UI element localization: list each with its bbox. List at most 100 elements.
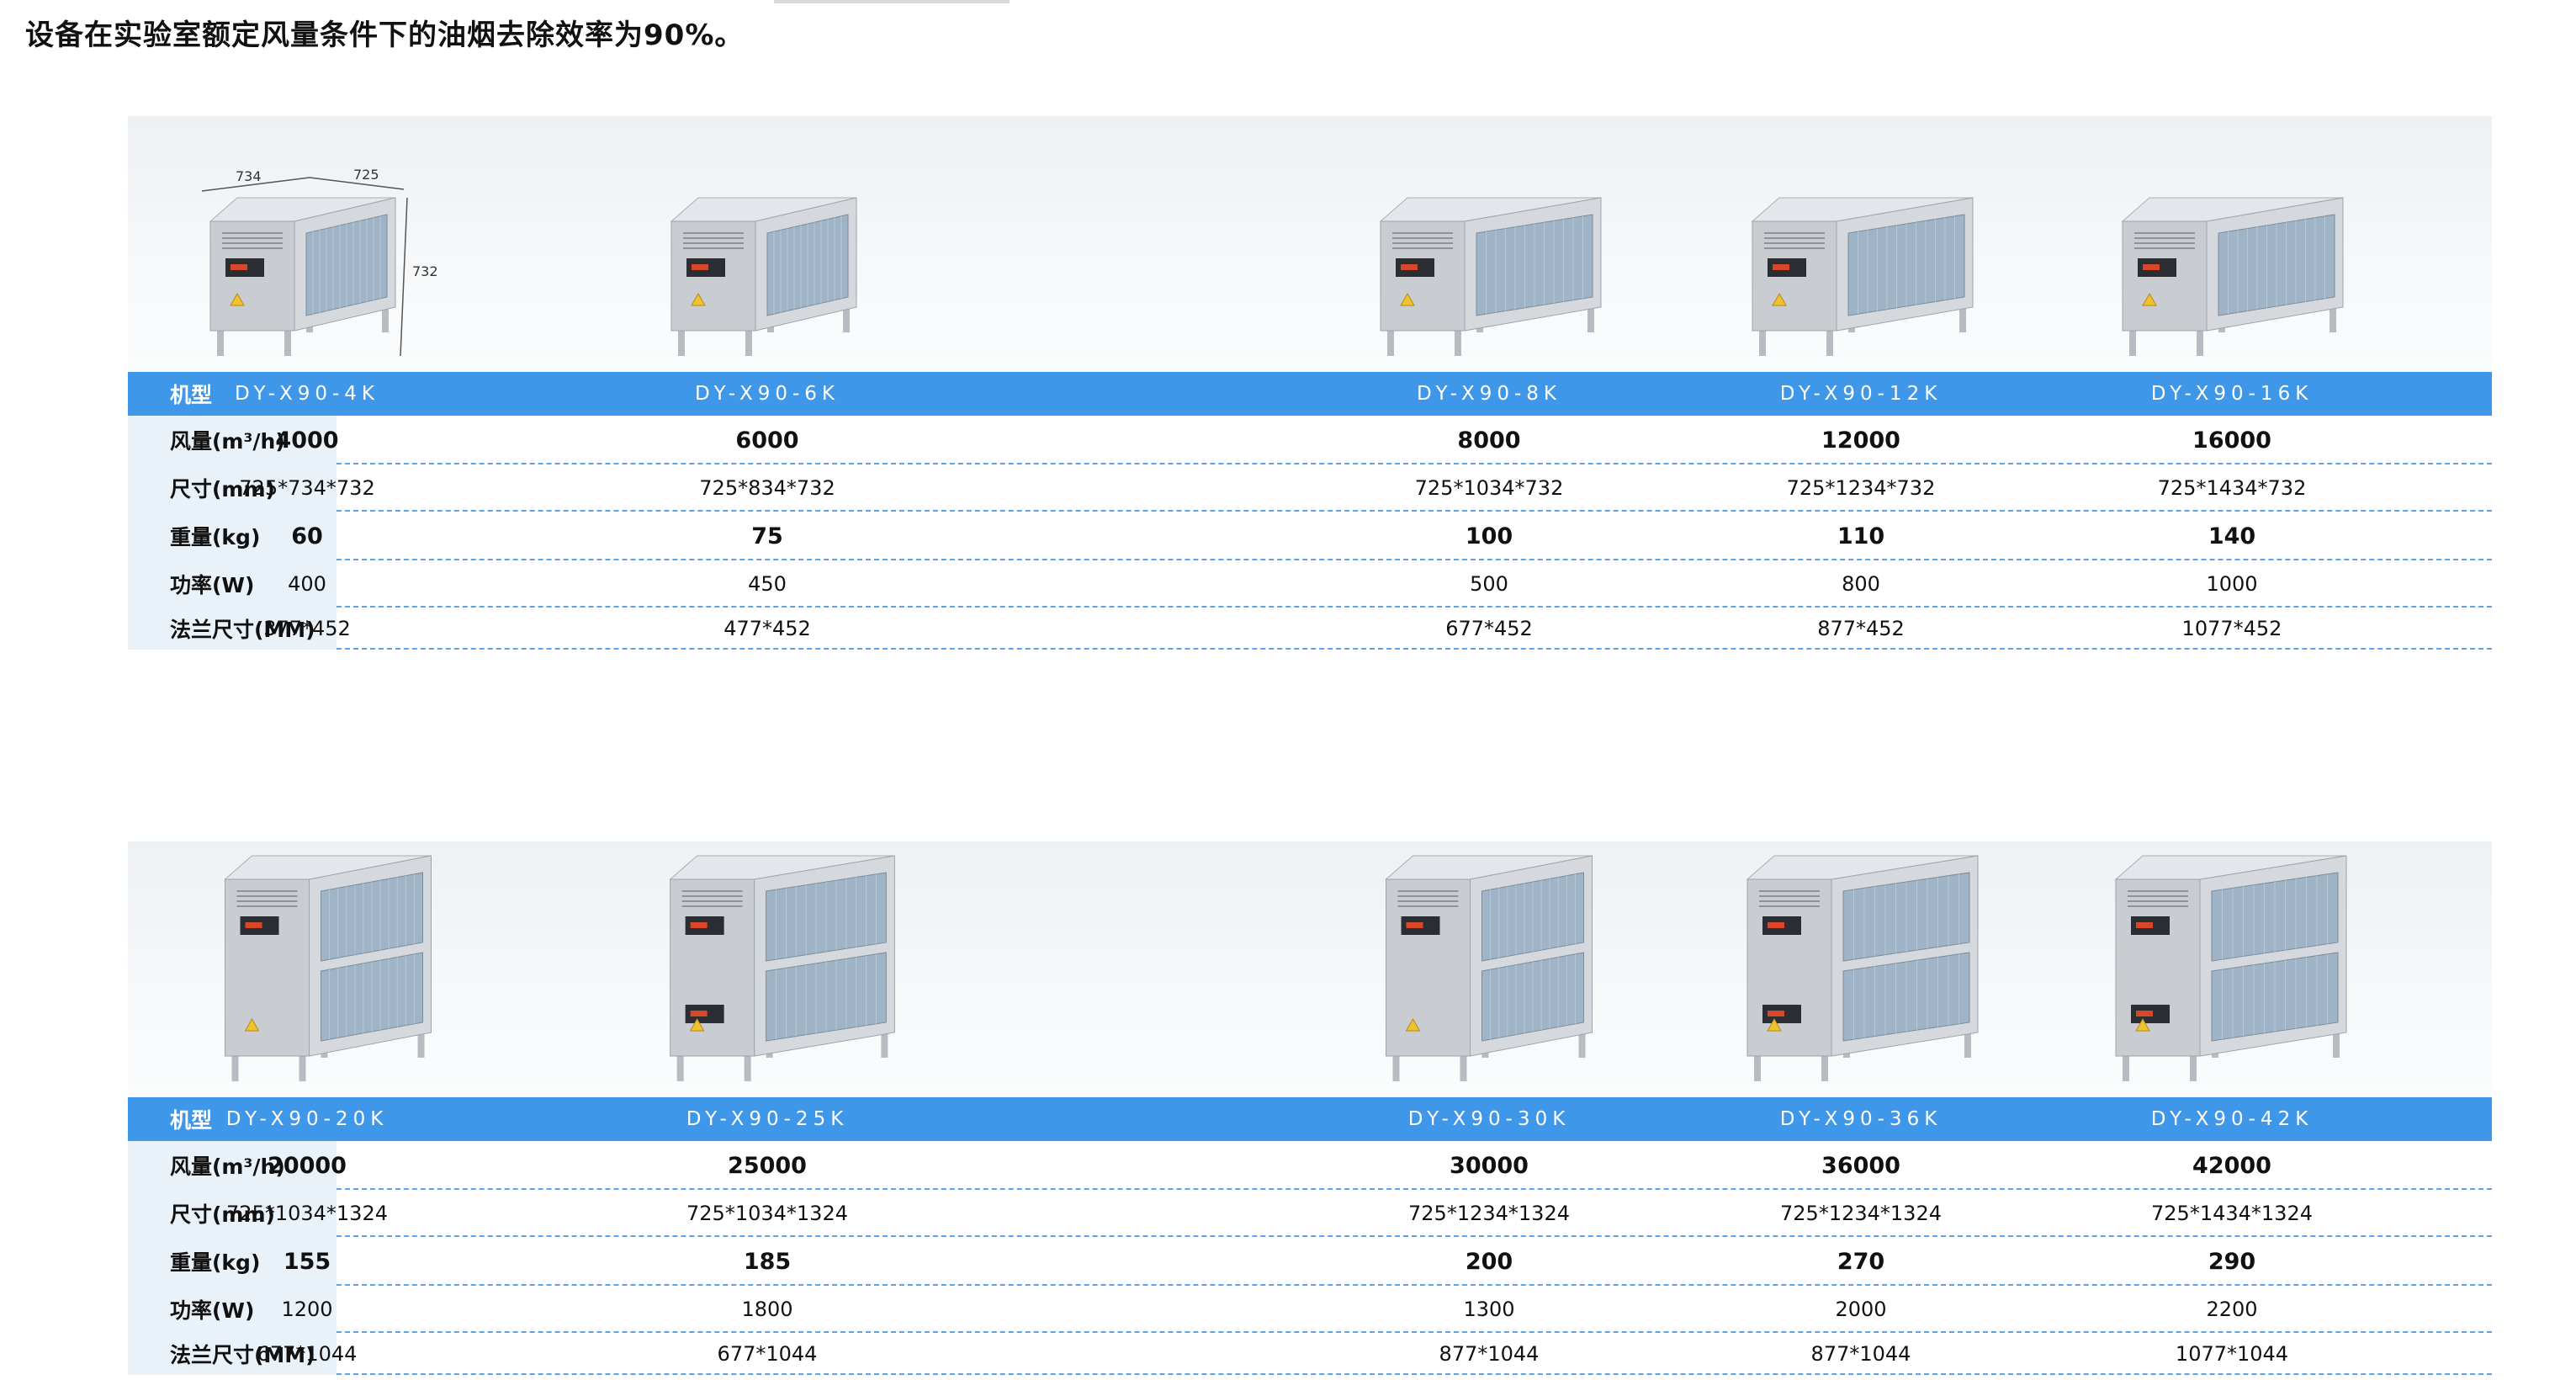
spec-cell-flange: 377*452: [263, 617, 351, 640]
spec-cell-airflow: 42000: [2192, 1152, 2271, 1179]
unit-display-digits: [692, 264, 708, 270]
unit-leg: [417, 1032, 425, 1058]
spec-cell-flange: 677*1044: [717, 1342, 818, 1366]
model-name-cell: DY-X90-16K: [2150, 383, 2314, 405]
unit-display-digits: [690, 1011, 708, 1016]
warning-icon: [689, 1017, 705, 1032]
row-separator: [337, 463, 2492, 464]
warning-icon: [1400, 292, 1415, 306]
model-name-cell: DY-X90-8K: [1417, 383, 1561, 405]
top-decor-strip: [774, 0, 1010, 3]
unit-leg: [1754, 1056, 1761, 1081]
spec-cell-weight: 110: [1837, 523, 1885, 549]
unit-display-digits: [1768, 1011, 1784, 1016]
warning-icon: [2135, 1017, 2150, 1032]
spec-cell-weight: 185: [743, 1248, 792, 1275]
unit-front-face: [1746, 878, 1832, 1057]
spec-cell-power: 2000: [1835, 1298, 1887, 1321]
purifier-unit-1: [670, 197, 857, 356]
spec-cell-weight: 60: [291, 523, 323, 549]
unit-leg: [1460, 1056, 1467, 1081]
unit-leg: [2330, 307, 2336, 332]
warning-icon: [1405, 1017, 1421, 1032]
spec-cell-size: 725*1434*732: [2157, 476, 2307, 500]
spec-cell-power: 1200: [281, 1298, 333, 1321]
unit-leg: [1392, 1056, 1400, 1081]
warning-icon: [244, 1017, 260, 1032]
spec-cell-airflow: 20000: [268, 1152, 347, 1179]
spec-cell-size: 725*1234*732: [1786, 476, 1936, 500]
spec-cell-power: 450: [748, 572, 787, 596]
unit-front-face: [225, 878, 310, 1057]
row-label-model: 机型: [170, 1108, 213, 1133]
spec-cell-airflow: 8000: [1457, 427, 1521, 454]
unit-leg: [744, 1056, 751, 1081]
row-separator: [337, 648, 2492, 650]
purifier-unit-7: [1385, 855, 1593, 1081]
unit-front-face: [1386, 878, 1471, 1057]
spec-cell-airflow: 36000: [1821, 1152, 1900, 1179]
row-label-size: 尺寸(mm): [128, 1190, 337, 1237]
spec-cell-flange: 677*1044: [257, 1342, 358, 1366]
model-name-cell: DY-X90-30K: [1407, 1108, 1571, 1130]
unit-leg: [1587, 307, 1594, 332]
warning-icon: [691, 292, 706, 306]
unit-display-digits: [2143, 264, 2160, 270]
spec-cell-weight: 270: [1837, 1248, 1885, 1275]
unit-display-digits: [1773, 264, 1789, 270]
purifier-unit-0: [209, 197, 396, 356]
spec-cell-flange: 1077*1044: [2175, 1342, 2289, 1366]
unit-display-digits: [690, 922, 708, 928]
unit-display-digits: [2136, 1011, 2153, 1016]
purifier-unit-9: [2114, 855, 2347, 1081]
unit-leg: [1821, 1056, 1828, 1081]
purifier-unit-8: [1746, 855, 1979, 1081]
unit-leg: [2333, 1032, 2340, 1058]
spec-cell-size: 725*1234*1324: [1408, 1202, 1570, 1225]
spec-cell-power: 500: [1470, 572, 1508, 596]
spec-cell-weight: 200: [1465, 1248, 1513, 1275]
row-label-airflow: 风量(m³/h): [128, 416, 337, 464]
dimension-line-height: [400, 197, 408, 357]
spec-cell-flange: 1077*452: [2181, 617, 2282, 640]
dimension-line-width: [309, 177, 405, 190]
row-label-flange: 法兰尺寸(MM): [128, 608, 337, 650]
product-illustrations: [224, 855, 2347, 1081]
spec-cell-airflow: 25000: [728, 1152, 807, 1179]
purifier-unit-6: [669, 855, 895, 1081]
unit-leg: [1578, 1032, 1586, 1058]
unit-leg: [1826, 331, 1833, 356]
spec-cell-power: 1800: [741, 1298, 793, 1321]
model-name-cell: DY-X90-6K: [695, 383, 840, 405]
spec-cell-size: 725*734*732: [239, 476, 375, 500]
unit-display-digits: [1768, 922, 1784, 928]
spec-cell-weight: 100: [1465, 523, 1513, 549]
spec-cell-airflow: 12000: [1821, 427, 1900, 454]
spec-cell-size: 725*834*732: [699, 476, 835, 500]
unit-leg: [2190, 1056, 2197, 1081]
unit-leg: [2129, 331, 2136, 356]
spec-cell-size: 725*1234*1324: [1780, 1202, 1942, 1225]
dimension-label-depth: 734: [236, 168, 262, 184]
purifier-unit-5: [224, 855, 432, 1081]
efficiency-caption: 设备在实验室额定风量条件下的油烟去除效率为90%。: [25, 19, 745, 52]
row-label-weight: 重量(kg): [128, 1237, 337, 1286]
unit-leg: [1959, 307, 1966, 332]
model-name-cell: DY-X90-12K: [1779, 383, 1943, 405]
spec-cell-size: 725*1434*1324: [2151, 1202, 2313, 1225]
unit-leg: [2123, 1056, 2129, 1081]
dimension-label-width: 725: [353, 167, 379, 183]
unit-leg: [382, 307, 389, 332]
row-separator: [337, 1188, 2492, 1190]
unit-display-digits: [1406, 922, 1423, 928]
row-label-power: 功率(W): [128, 560, 337, 608]
